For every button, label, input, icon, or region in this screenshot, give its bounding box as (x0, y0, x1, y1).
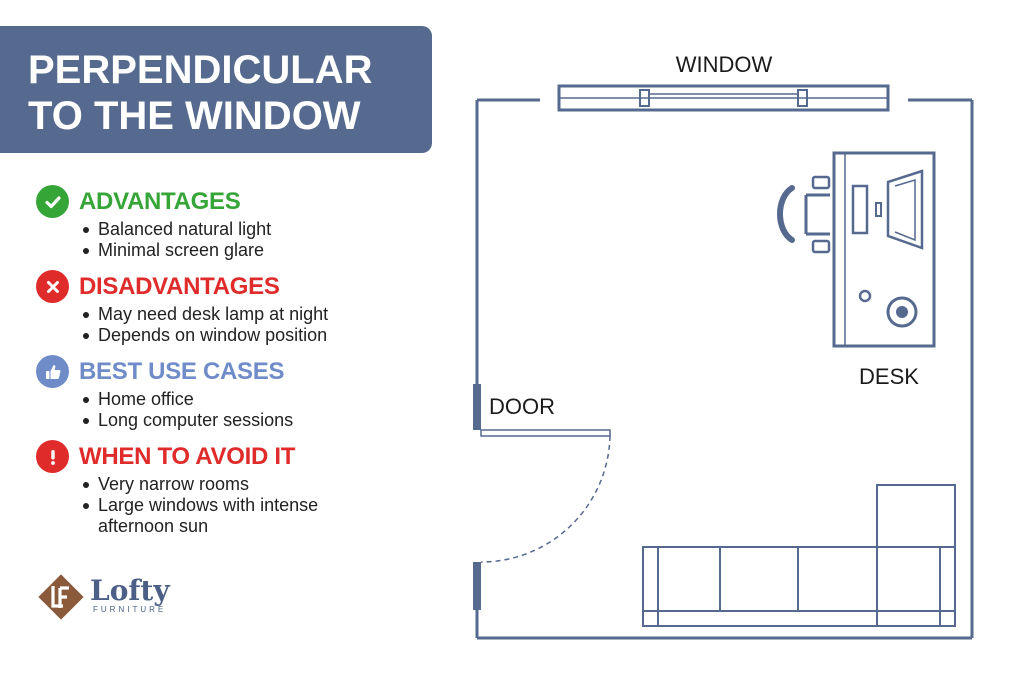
disadvantages-title: DISADVANTAGES (79, 273, 280, 300)
when-to-avoid-section: WHEN TO AVOID IT Very narrow rooms Large… (36, 440, 318, 537)
list-item: Very narrow rooms (82, 474, 318, 495)
door (480, 429, 611, 563)
logo-mark-icon (38, 574, 84, 620)
best-use-cases-list: Home office Long computer sessions (36, 389, 293, 431)
list-item: Minimal screen glare (82, 240, 271, 261)
when-to-avoid-header: WHEN TO AVOID IT (36, 440, 318, 474)
when-to-avoid-list: Very narrow rooms Large windows with int… (36, 474, 318, 537)
door-jamb-lower (473, 562, 481, 610)
disadvantages-header: DISADVANTAGES (36, 270, 328, 304)
when-to-avoid-title: WHEN TO AVOID IT (79, 443, 296, 470)
disadvantages-list: May need desk lamp at night Depends on w… (36, 304, 328, 346)
title-line-1: PERPENDICULAR (28, 48, 373, 92)
list-item: May need desk lamp at night (82, 304, 329, 324)
title-banner: PERPENDICULAR TO THE WINDOW (0, 26, 432, 153)
window (557, 84, 890, 112)
disadvantages-section: DISADVANTAGES May need desk lamp at nigh… (36, 270, 328, 346)
desk-label: DESK (859, 364, 919, 389)
best-use-cases-section: BEST USE CASES Home office Long computer… (36, 355, 293, 431)
list-item: Balanced natural light (82, 219, 272, 239)
advantages-header: ADVANTAGES (36, 185, 271, 219)
lofty-logo: Lofty FURNITURE (36, 572, 196, 622)
list-item: Depends on window position (82, 325, 328, 345)
window-label: WINDOW (676, 52, 773, 77)
logo-name: Lofty (90, 574, 170, 607)
exclamation-circle-icon (36, 440, 69, 473)
list-item: Large windows with intense (82, 495, 319, 515)
desk-chair (777, 175, 831, 254)
door-label: DOOR (489, 394, 555, 419)
x-circle-icon (36, 270, 69, 303)
title-line-2: TO THE WINDOW (28, 94, 361, 138)
best-use-cases-title: BEST USE CASES (79, 358, 285, 385)
logo-subtitle: FURNITURE (93, 605, 167, 614)
advantages-section: ADVANTAGES Balanced natural light Minima… (36, 185, 271, 261)
advantages-list: Balanced natural light Minimal screen gl… (36, 219, 271, 261)
thumbs-up-icon (36, 355, 69, 388)
list-item: Home office (82, 389, 293, 410)
advantages-title: ADVANTAGES (79, 188, 241, 215)
list-item: Long computer sessions (82, 410, 294, 430)
check-circle-icon (36, 185, 69, 218)
sectional-sofa (642, 484, 956, 627)
door-jamb-upper (473, 384, 481, 430)
best-use-cases-header: BEST USE CASES (36, 355, 293, 389)
desk (832, 151, 936, 348)
list-item-continuation: afternoon sun (98, 516, 209, 536)
